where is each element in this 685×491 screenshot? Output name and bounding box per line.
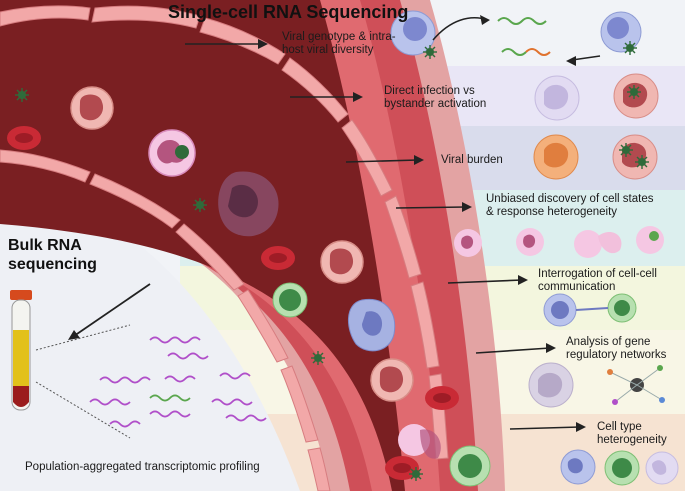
panel-label-4-line1: Interrogation of cell-cell	[538, 268, 657, 280]
panel-label-1: Direct infection vs bystander activation	[384, 85, 486, 111]
panel-label-3-line2: & response heterogeneity	[486, 206, 618, 218]
panel-label-6: Cell type heterogeneity	[597, 421, 667, 447]
bulk-title: Bulk RNA sequencing	[8, 236, 97, 274]
rna-squiggles	[89, 336, 267, 428]
bulk-caption: Population-aggregated transcriptomic pro…	[25, 461, 260, 473]
panel-label-6-line2: heterogeneity	[597, 434, 667, 446]
bulk-background	[0, 180, 300, 491]
panel-label-0: Viral genotype & intra- host viral diver…	[282, 31, 396, 57]
panel-label-2: Viral burden	[441, 154, 503, 167]
panel-label-6-line1: Cell type	[597, 421, 642, 433]
panel-label-0-line2: host viral diversity	[282, 44, 374, 56]
panel-label-0-line1: Viral genotype & intra-	[282, 31, 396, 43]
panel-label-4-line2: communication	[538, 281, 616, 293]
panel-label-5-line2: regulatory networks	[566, 349, 667, 361]
panel-icons	[390, 10, 679, 486]
page-title: Single-cell RNA Sequencing	[168, 2, 409, 22]
bulk-title-line1: Bulk RNA	[8, 237, 82, 254]
panel-label-3: Unbiased discovery of cell states & resp…	[486, 193, 653, 219]
panel-arrows	[185, 39, 586, 432]
panel-label-1-line1: Direct infection vs	[384, 85, 475, 97]
panel-label-5: Analysis of gene regulatory networks	[566, 336, 666, 362]
bulk-tube	[10, 283, 151, 439]
panel-label-1-line2: bystander activation	[384, 98, 487, 110]
panel-label-4: Interrogation of cell-cell communication	[538, 268, 657, 294]
panel-label-2-line1: Viral burden	[441, 154, 503, 166]
panel-label-3-line1: Unbiased discovery of cell states	[486, 193, 654, 205]
panel-label-5-line1: Analysis of gene	[566, 336, 651, 348]
bulk-title-line2: sequencing	[8, 256, 97, 273]
lumen-cells	[7, 86, 491, 487]
